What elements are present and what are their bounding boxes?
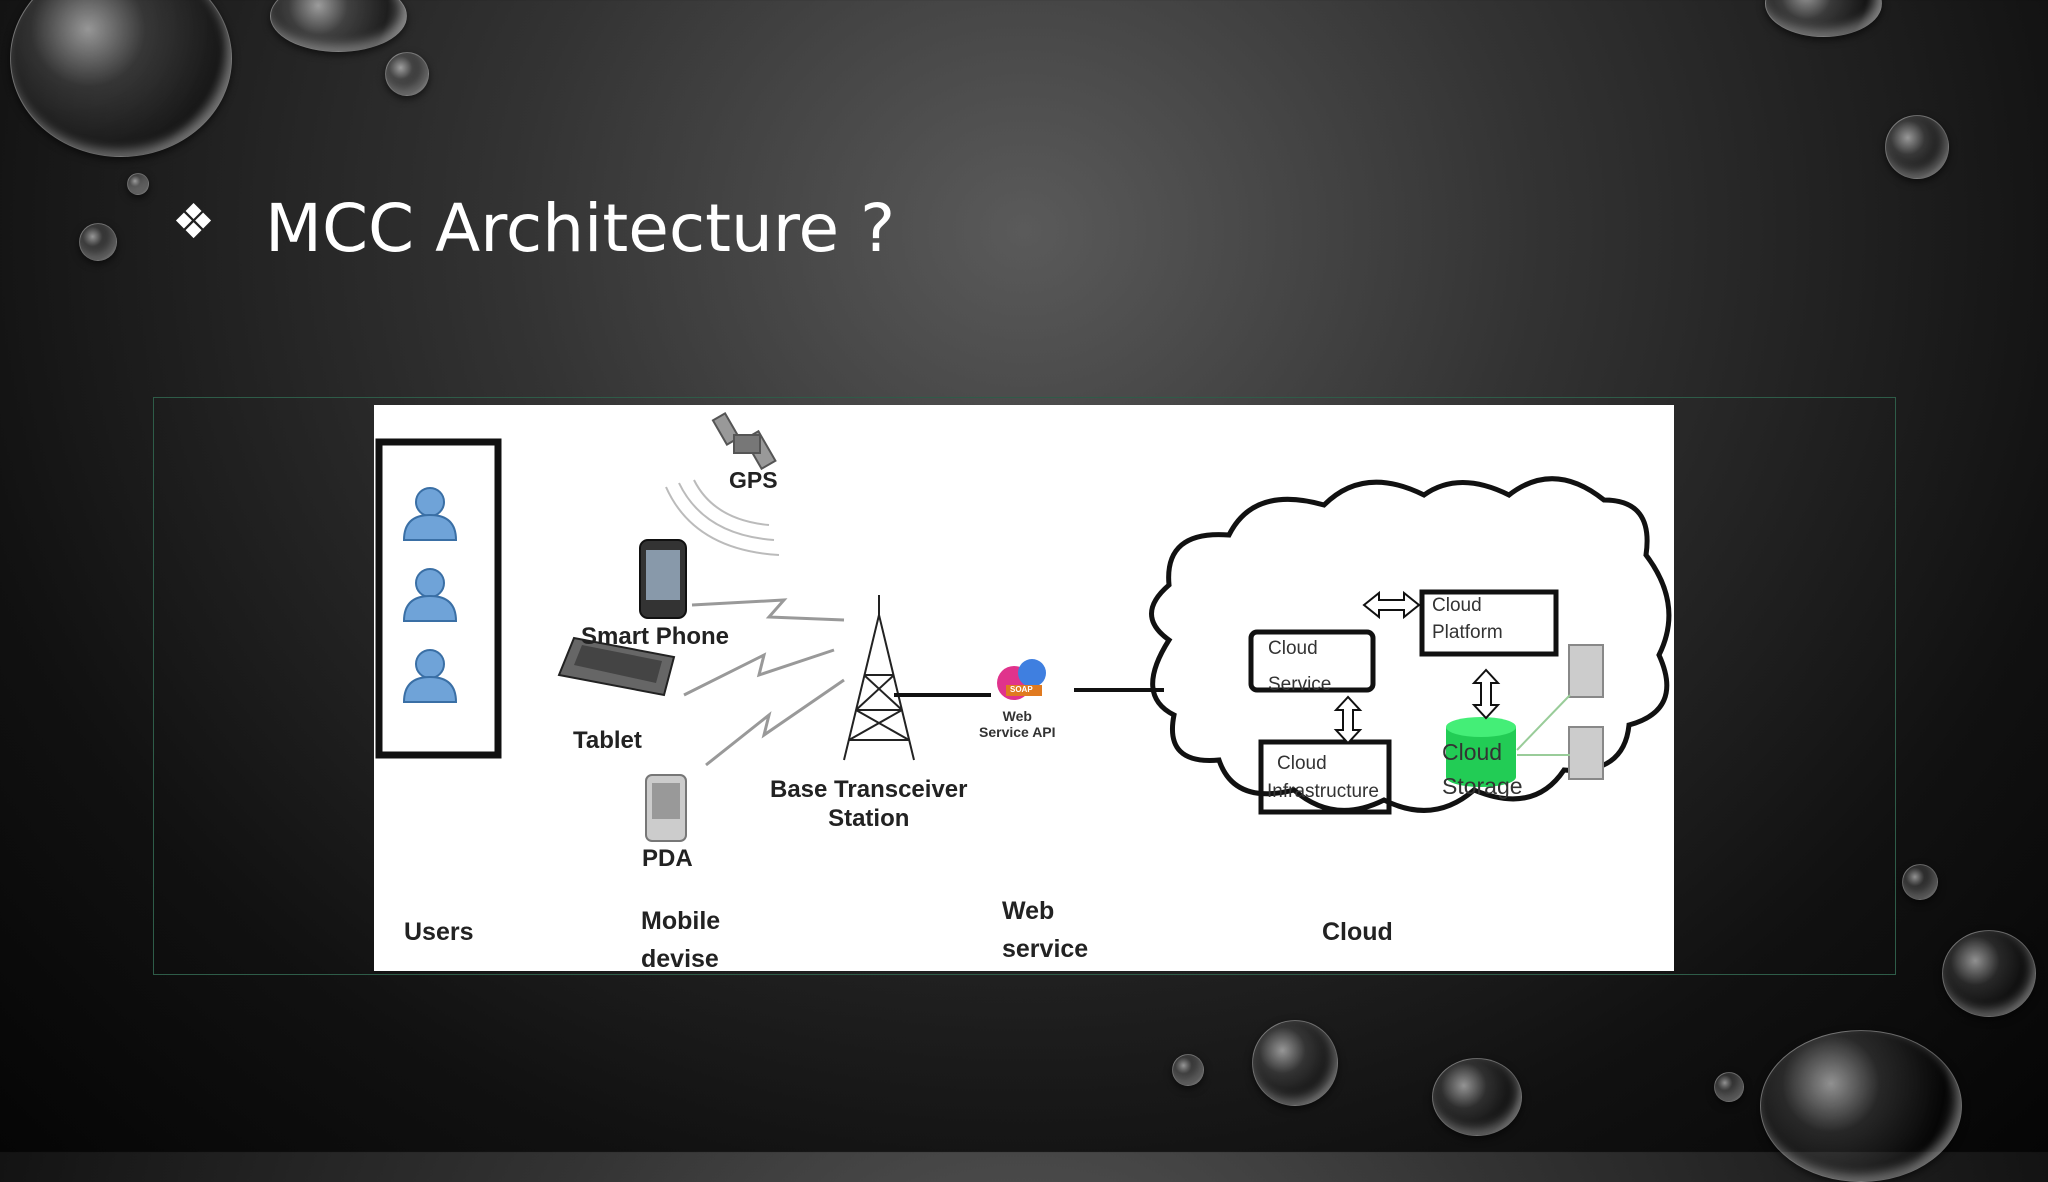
- cloud-storage-icon: [1446, 717, 1516, 787]
- user-icon: [402, 487, 458, 703]
- column-users: Users: [404, 918, 474, 946]
- cloud-infrastructure-label: Cloud Infrastructure: [1267, 753, 1379, 802]
- smart-phone-label: Smart Phone: [581, 623, 730, 650]
- tablet-label: Tablet: [573, 727, 642, 754]
- soap-badge: SOAP: [1010, 685, 1033, 694]
- water-drop: [1902, 864, 1938, 900]
- water-drop: [385, 52, 429, 96]
- column-web-service: Web service: [1002, 897, 1089, 963]
- cloud-service-label: Cloud Service: [1268, 638, 1332, 695]
- water-drop: [79, 223, 117, 261]
- pda-label: PDA: [642, 845, 693, 872]
- water-drop: [270, 0, 407, 52]
- picture-frame: [153, 397, 1896, 975]
- bullet-icon: ❖: [172, 194, 216, 250]
- water-drop: [1942, 930, 2036, 1017]
- water-drop: [1885, 115, 1949, 179]
- signal-waves: [665, 479, 780, 556]
- connector-line: [1516, 694, 1571, 756]
- cloud-platform-label: Cloud Platform: [1432, 595, 1503, 643]
- water-drop: [127, 173, 149, 195]
- water-drop: [1714, 1072, 1744, 1102]
- server-icon: [1568, 644, 1604, 780]
- cloud-outline: [1149, 476, 1672, 813]
- wireless-link: [683, 598, 845, 767]
- pda-icon: [645, 774, 687, 842]
- column-mobile-device: Mobile devise: [641, 907, 721, 973]
- water-drop: [1765, 0, 1882, 37]
- cloud-platform-box: [1419, 589, 1559, 657]
- cloud-infrastructure-box: [1258, 739, 1392, 815]
- web-api-label: Web Service API: [979, 708, 1056, 740]
- cloud-service-box: [1248, 629, 1376, 693]
- satellite-icon: [711, 412, 777, 471]
- cloud-storage-label: Cloud Storage: [1442, 739, 1523, 799]
- water-drop: [10, 0, 232, 157]
- web-api-icon: [997, 659, 1046, 700]
- tower-icon: [843, 595, 915, 761]
- water-drop: [1432, 1058, 1522, 1136]
- slide-title: MCC Architecture ?: [265, 190, 896, 267]
- water-drop: [1172, 1054, 1204, 1086]
- gps-label: GPS: [729, 467, 778, 493]
- base-station-label: Base Transceiver Station: [770, 776, 968, 832]
- water-drop: [1760, 1030, 1962, 1182]
- users-box: [375, 438, 502, 759]
- tablet-icon: [557, 636, 676, 697]
- diagram-graphics: [375, 412, 1672, 842]
- double-arrow-icon: [1333, 590, 1501, 745]
- water-drop: [1252, 1020, 1338, 1106]
- column-cloud: Cloud: [1322, 918, 1393, 946]
- architecture-diagram: GPS Smart Phone Tablet PDA Base Transcei…: [374, 405, 1674, 973]
- smart-phone-icon: [639, 539, 687, 619]
